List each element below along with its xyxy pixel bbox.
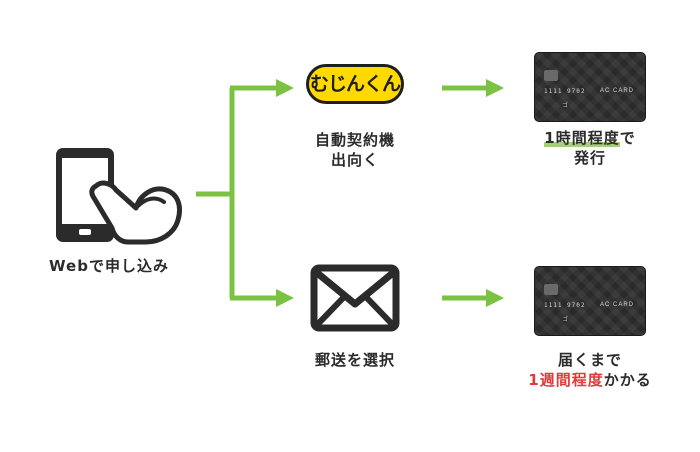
credit-card-icon: 1111 9702 AC CARD ゴ [534,52,646,122]
credit-card-icon: 1111 9702 AC CARD ゴ [534,266,646,336]
mujinkun-logo: むじんくん [306,64,404,104]
result-machine-highlight: 1時間程度 [544,129,620,147]
result-machine-line-2: 発行 [573,149,606,167]
result-machine-line-1: 1時間程度で [510,128,670,148]
card-mark: ゴ [562,317,569,323]
branch-mail-line-1: 郵送を選択 [314,351,395,369]
result-mail-label: 届くまで 1週間程度かかる [500,350,680,390]
start-label: Webで申し込み [24,256,194,276]
logo-badge-icon [306,64,404,104]
card-number: 1111 9702 [544,302,586,309]
result-machine-rest: で [619,129,636,147]
arrow-head-icon [486,79,504,97]
start-label-text: Webで申し込み [49,257,169,275]
card-brand: AC CARD [600,88,635,94]
branch-machine-line-2: 出向く [330,151,379,169]
card-brand: AC CARD [600,302,635,308]
branch-machine-line-1: 自動契約機 [314,131,395,149]
branch-machine-label: 自動契約機 出向く [280,130,430,170]
card-chip-icon [544,70,558,81]
result-mail-line-1: 届くまで [557,351,622,369]
result-mail-highlight: 1週間程度 [528,371,604,389]
logo-text: むじんくん [309,73,401,95]
smartphone-tap-icon [56,148,182,245]
envelope-icon [310,264,400,332]
result-mail-line-2: 1週間程度かかる [500,370,680,390]
card-mark: ゴ [562,103,569,109]
arrow-head-icon [486,289,504,307]
result-machine-label: 1時間程度で 発行 [510,128,670,168]
result-mail-rest: かかる [603,371,652,389]
arrow-head-icon [276,289,294,307]
arrow-head-icon [276,79,294,97]
card-chip-icon [544,284,558,295]
branch-mail-label: 郵送を選択 [280,350,430,370]
card-number: 1111 9702 [544,88,586,95]
